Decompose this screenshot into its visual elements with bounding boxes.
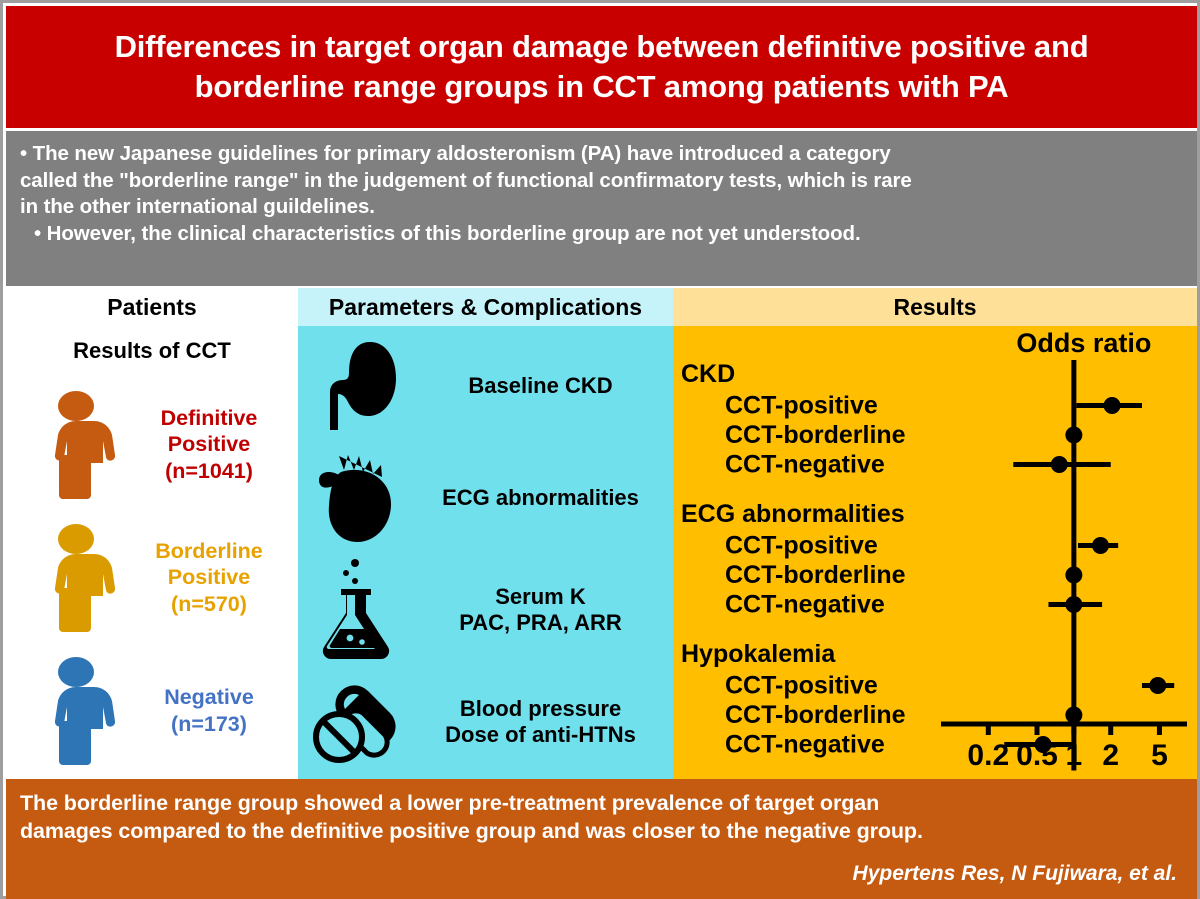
summary-bullet-1: • The new Japanese guidelines for primar… xyxy=(20,142,891,165)
parameter-line-2: Dose of anti-HTNs xyxy=(445,722,636,747)
title-line-1: Differences in target organ damage betwe… xyxy=(114,29,1089,65)
patient-group-label: Negative (n=173) xyxy=(134,684,284,736)
parameter-item-baseline-ckd: Baseline CKD xyxy=(298,330,673,442)
summary-bullet-2: • However, the clinical characteristics … xyxy=(34,221,861,245)
patient-group-line-1: Borderline xyxy=(155,539,263,564)
patients-column: Patients Results of CCT xyxy=(6,288,298,779)
kidney-icon xyxy=(298,338,416,434)
parameter-item-label: ECG abnormalities xyxy=(416,485,673,511)
summary-band: • The new Japanese guidelines for primar… xyxy=(6,131,1197,286)
patient-group-label: Definitive Positive (n=1041) xyxy=(134,405,284,484)
parameter-line-1: Baseline CKD xyxy=(468,372,613,398)
patient-group-list: Definitive Positive (n=1041) xyxy=(6,378,298,777)
parameter-line-2: PAC, PRA, ARR xyxy=(459,610,622,635)
title-line-2: borderline range groups in CCT among pat… xyxy=(194,69,1009,104)
patient-group-borderline-positive: Borderline Positive (n=570) xyxy=(6,511,298,644)
forest-point-estimate xyxy=(1149,677,1167,694)
patient-group-count: (n=173) xyxy=(171,711,247,736)
forest-group-label: CKD xyxy=(681,360,735,388)
x-axis-tick-label: 2 xyxy=(1102,739,1119,772)
forest-point-estimate xyxy=(1103,397,1121,414)
citation: Hypertens Res, N Fujiwara, et al. xyxy=(852,861,1177,885)
page-title: Differences in target organ damage betwe… xyxy=(115,27,1089,106)
parameter-line-1: ECG abnormalities xyxy=(442,484,639,510)
patient-group-negative: Negative (n=173) xyxy=(6,644,298,777)
patients-subheader: Results of CCT xyxy=(73,338,231,363)
conclusion-line-1: The borderline range group showed a lowe… xyxy=(20,791,880,815)
title-band: Differences in target organ damage betwe… xyxy=(6,6,1197,128)
x-axis-tick-label: 0.2 xyxy=(967,739,1009,772)
parameter-item-blood-pressure: Blood pressure Dose of anti-HTNs xyxy=(298,666,673,778)
patient-figure-icon xyxy=(28,390,124,499)
forest-row-label: CCT-positive xyxy=(725,532,878,560)
parameter-item-label: Blood pressure Dose of anti-HTNs xyxy=(416,696,673,749)
conclusion-band: The borderline range group showed a lowe… xyxy=(6,779,1197,899)
forest-row-label: CCT-borderline xyxy=(725,561,906,589)
forest-point-estimate xyxy=(1034,736,1052,753)
forest-row-label: CCT-borderline xyxy=(725,701,906,729)
columns-region: Patients Results of CCT xyxy=(6,288,1197,779)
parameter-item-label: Serum K PAC, PRA, ARR xyxy=(416,584,673,637)
patient-group-line-1: Definitive xyxy=(160,406,258,431)
conclusion-line-2: damages compared to the definitive posit… xyxy=(20,819,923,844)
forest-group-label: Hypokalemia xyxy=(681,640,836,668)
patient-group-count: (n=1041) xyxy=(165,458,253,483)
parameter-line-1: Blood pressure xyxy=(459,695,622,721)
patient-group-line-1: Negative xyxy=(164,685,254,710)
patient-group-label: Borderline Positive (n=570) xyxy=(134,538,284,617)
parameter-item-serum-k: Serum K PAC, PRA, ARR xyxy=(298,554,673,666)
parameters-column: Parameters & Complications Baseline CKD xyxy=(298,288,673,779)
parameter-item-label: Baseline CKD xyxy=(416,373,673,399)
forest-point-estimate xyxy=(1091,537,1109,554)
parameter-item-ecg-abnormalities: ECG abnormalities xyxy=(298,442,673,554)
patient-group-line-2: Positive xyxy=(167,565,251,590)
forest-row-label: CCT-negative xyxy=(725,591,885,619)
x-axis-tick-label: 5 xyxy=(1151,739,1168,772)
patient-group-count: (n=570) xyxy=(171,591,247,616)
patient-group-line-2: Positive xyxy=(167,432,251,457)
x-axis-tick-label: 0.5 xyxy=(1016,739,1058,772)
patients-column-header: Patients xyxy=(6,288,298,326)
forest-group-label: ECG abnormalities xyxy=(681,500,905,528)
chart-title: Odds ratio xyxy=(1016,328,1151,358)
forest-row-label: CCT-negative xyxy=(725,731,885,759)
patient-group-definitive-positive: Definitive Positive (n=1041) xyxy=(6,378,298,511)
patient-figure-icon xyxy=(28,656,124,765)
forest-row-label: CCT-positive xyxy=(725,392,878,420)
patient-figure-icon xyxy=(28,523,124,632)
parameter-list: Baseline CKD ECG a xyxy=(298,326,673,778)
summary-bullet-1-cont-b: in the other international guildelines. xyxy=(20,195,375,219)
forest-row-label: CCT-negative xyxy=(725,451,885,479)
summary-bullet-1-cont-a: called the "borderline range" in the jud… xyxy=(20,168,912,192)
forest-row-label: CCT-borderline xyxy=(725,421,906,449)
forest-point-estimate xyxy=(1050,456,1068,473)
pills-icon xyxy=(298,681,416,763)
forest-row-label: CCT-positive xyxy=(725,672,878,700)
parameters-column-header: Parameters & Complications xyxy=(298,288,673,326)
flask-icon xyxy=(298,559,416,661)
results-column-header: Results xyxy=(673,288,1197,326)
x-axis-tick-label: 1 xyxy=(1066,739,1083,772)
heart-icon xyxy=(298,450,416,546)
parameter-line-1: Serum K xyxy=(495,583,586,609)
